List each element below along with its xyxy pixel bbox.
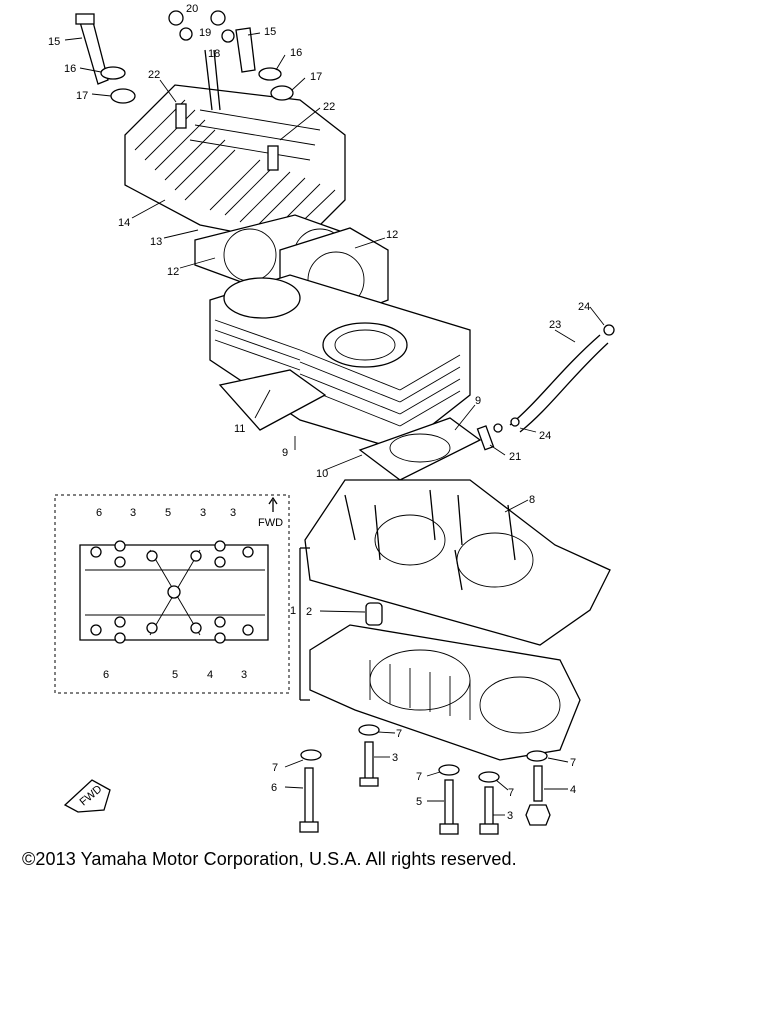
callout-6: 6	[271, 782, 277, 794]
copyright-notice: ©2013 Yamaha Motor Corporation, U.S.A. A…	[22, 849, 517, 869]
callout-7: 7	[272, 762, 278, 774]
leader-lines	[64, 32, 605, 816]
callout-24: 24	[578, 301, 590, 313]
callout-19: 19	[199, 27, 211, 39]
callout-11: 11	[234, 423, 245, 435]
callout-16: 16	[64, 63, 76, 75]
cylinder-block	[209, 274, 471, 451]
callout-12: 12	[167, 266, 179, 278]
engine-parts-diagram: 15 16 17 20 19 18 15 16 17 22 22 14 13 1…	[48, 3, 615, 835]
callout-4: 4	[570, 784, 576, 796]
base-gaskets	[218, 369, 482, 481]
inset-callout-3: 3	[200, 507, 206, 519]
callout-7: 7	[508, 787, 514, 799]
inset-callout-3: 3	[230, 507, 236, 519]
callout-7: 7	[570, 757, 576, 769]
callout-23: 23	[549, 319, 561, 331]
callout-12: 12	[386, 229, 398, 241]
callout-24: 24	[539, 430, 551, 442]
callout-2: 2	[306, 606, 312, 618]
inset-callout-5: 5	[165, 507, 171, 519]
inset-callout-4: 4	[207, 669, 213, 681]
dowel-pin	[365, 602, 383, 626]
crankcase-upper	[304, 479, 611, 646]
inset-fwd-label: FWD	[258, 517, 283, 529]
inset-callout-3: 3	[130, 507, 136, 519]
callout-5: 5	[416, 796, 422, 808]
bolt-pattern-inset	[54, 494, 290, 694]
callout-15: 15	[48, 36, 60, 48]
callout-7: 7	[416, 771, 422, 783]
callout-8: 8	[529, 494, 535, 506]
callout-9: 9	[475, 395, 481, 407]
callout-16: 16	[290, 47, 302, 59]
callout-17: 17	[76, 90, 88, 102]
lower-fasteners	[299, 724, 551, 835]
callout-10: 10	[316, 468, 328, 480]
callout-13: 13	[150, 236, 162, 248]
callout-1: 1	[290, 605, 296, 617]
callout-15: 15	[264, 26, 276, 38]
inset-callout-3: 3	[241, 669, 247, 681]
inset-callout-6: 6	[96, 507, 102, 519]
callout-14: 14	[118, 217, 130, 229]
breather-hose	[476, 324, 615, 451]
callout-7: 7	[396, 728, 402, 740]
callout-18: 18	[208, 48, 220, 60]
callout-9: 9	[282, 447, 288, 459]
head-fasteners	[75, 10, 294, 104]
callout-3: 3	[507, 810, 513, 822]
crankcase-lower	[309, 624, 581, 761]
inset-callout-6: 6	[103, 669, 109, 681]
callout-17: 17	[310, 71, 322, 83]
callout-22: 22	[323, 101, 335, 113]
callout-22: 22	[148, 69, 160, 81]
inset-callout-5: 5	[172, 669, 178, 681]
callout-3: 3	[392, 752, 398, 764]
forward-arrow-icon	[63, 779, 111, 813]
cylinder-head	[124, 49, 346, 246]
callout-21: 21	[509, 451, 521, 463]
callout-20: 20	[186, 3, 198, 15]
